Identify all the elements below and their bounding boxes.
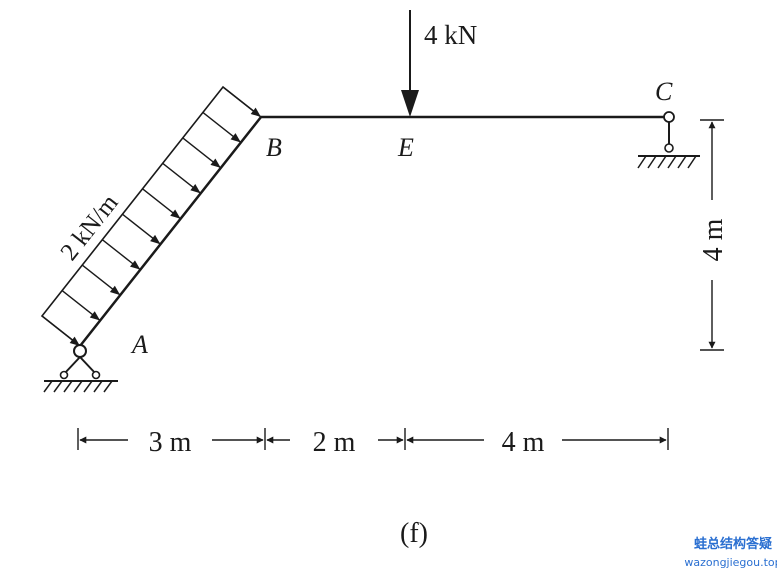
figure-caption: (f) xyxy=(400,518,428,549)
dimension-label-height: 4 m xyxy=(698,218,729,261)
point-load-label: 4 kN xyxy=(424,20,477,50)
load-arrow-head xyxy=(89,311,101,321)
distributed-load xyxy=(40,85,263,348)
dimension-label-ab: 3 m xyxy=(149,427,192,458)
load-arrow-head xyxy=(130,260,141,270)
load-arrow-head xyxy=(69,336,80,346)
load-arrow-head xyxy=(210,158,221,168)
point-load-arrow xyxy=(401,10,419,117)
load-arrow-head xyxy=(170,209,181,219)
node-label-b: B xyxy=(266,133,282,162)
watermark-url: wazongjiegou.top xyxy=(684,556,777,569)
load-arrow-head xyxy=(230,133,241,143)
load-arrow-head xyxy=(190,183,201,194)
load-arrow-head xyxy=(150,234,161,245)
node-label-a: A xyxy=(130,330,148,359)
horizontal-dimension xyxy=(77,428,669,450)
load-arrow-head xyxy=(109,285,121,296)
distributed-load-label: 2 kN/m xyxy=(56,189,124,266)
watermark-name: 蛙总结构答疑 xyxy=(694,536,772,552)
pin-support-c xyxy=(637,111,700,169)
dimension-label-ec: 4 m xyxy=(502,427,545,458)
vertical-dimension xyxy=(700,119,724,351)
load-arrow-head xyxy=(250,107,261,117)
dimension-label-be: 2 m xyxy=(313,427,356,458)
node-label-e: E xyxy=(397,133,414,162)
node-label-c: C xyxy=(655,77,673,106)
pin-support-a xyxy=(43,344,118,393)
